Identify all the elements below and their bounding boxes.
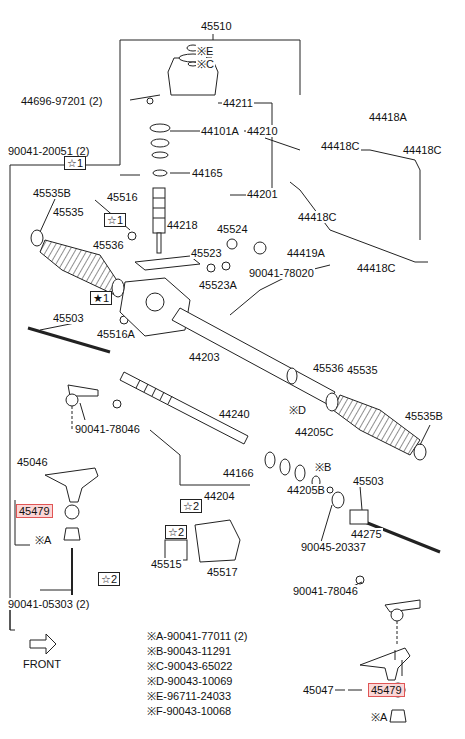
callout-label: 44204: [203, 490, 236, 502]
callout-label: FRONT: [22, 658, 62, 670]
callout-label: 44205B: [286, 484, 326, 496]
callout-label: 44418C: [320, 140, 361, 152]
callout-label: 45536: [92, 239, 125, 251]
callout-label: ※D: [288, 404, 307, 416]
callout-label: 44240: [218, 408, 251, 420]
callout-label: 44218: [166, 219, 199, 231]
callout-label: 45535: [52, 206, 85, 218]
callout-label: 90041-78046: [292, 585, 359, 597]
box-text: ☆2: [183, 500, 199, 512]
box-text: ☆2: [168, 526, 184, 538]
callout-label: 45523: [190, 247, 223, 259]
note-box: ☆1: [64, 156, 86, 170]
callout-label: 44211: [222, 97, 254, 109]
callout-label: 44166: [222, 467, 255, 479]
callout-label: 90045-20337: [300, 541, 367, 553]
callout-label: 45503: [352, 475, 385, 487]
callout-label: 44418C: [297, 211, 338, 223]
callout-label: 44418C: [402, 144, 443, 156]
callout-label: ※A-90041-77011 (2): [146, 630, 249, 642]
callout-label: ※C: [196, 58, 215, 70]
callout-label: 45046: [16, 456, 49, 468]
callout-label: 44203: [188, 351, 221, 363]
callout-label: ※E-96711-24033: [146, 690, 232, 702]
callout-label: 44101A: [200, 125, 240, 137]
callout-label: 90041-78020: [248, 267, 315, 279]
callout-label: 45535B: [404, 410, 444, 422]
callout-label: 44275: [350, 528, 383, 540]
callout-label: 45047: [302, 684, 335, 696]
box-text: 45479: [371, 684, 402, 696]
note-box: ☆1: [104, 213, 126, 227]
callout-label: ※D-90043-10069: [146, 675, 233, 687]
callout-label: 45536: [312, 362, 345, 374]
callout-label: 45515: [150, 558, 183, 570]
callout-label: 45510: [200, 20, 233, 32]
highlighted-part-box: 45479: [368, 683, 405, 697]
callout-label: 44418A: [368, 111, 408, 123]
note-box: ☆2: [165, 525, 187, 539]
callout-label: 45516: [106, 191, 139, 203]
callout-label: 90041-78046: [74, 423, 141, 435]
note-box: ☆2: [98, 572, 120, 586]
callout-label: 44210: [246, 125, 279, 137]
callout-label: 45517: [206, 566, 239, 578]
box-text: ☆2: [101, 573, 117, 585]
callout-label: 45524: [216, 223, 249, 235]
callout-label: ※C-90043-65022: [146, 660, 233, 672]
box-text: 45479: [19, 505, 50, 517]
note-box: ☆2: [180, 499, 202, 513]
box-text: ☆1: [67, 157, 83, 169]
callout-label: ※B: [314, 461, 332, 473]
callout-label: ※B-90043-11291: [146, 645, 232, 657]
callout-label: 45516A: [96, 328, 136, 340]
box-text: ★1: [93, 292, 109, 304]
callout-label: 44418C: [356, 262, 397, 274]
note-box: ★1: [90, 291, 112, 305]
callout-label: ※A: [34, 534, 52, 546]
callout-label: ※E: [196, 45, 214, 57]
callout-label: 90041-05303 (2): [7, 598, 90, 610]
callout-label: 44419A: [286, 247, 326, 259]
callout-label: ※A: [370, 711, 388, 723]
callout-label: ※F-90043-10068: [146, 705, 232, 717]
callout-label: 44696-97201 (2): [20, 95, 103, 107]
callout-label: 44201: [246, 188, 279, 200]
callout-label: 44205C: [294, 426, 335, 438]
callout-label: 45523A: [198, 279, 238, 291]
box-text: ☆1: [107, 214, 123, 226]
callout-label: 45535: [346, 364, 379, 376]
callout-label: 45503: [52, 312, 85, 324]
callout-label: 44165: [191, 167, 224, 179]
highlighted-part-box: 45479: [16, 504, 53, 518]
callout-label: 45535B: [32, 187, 72, 199]
